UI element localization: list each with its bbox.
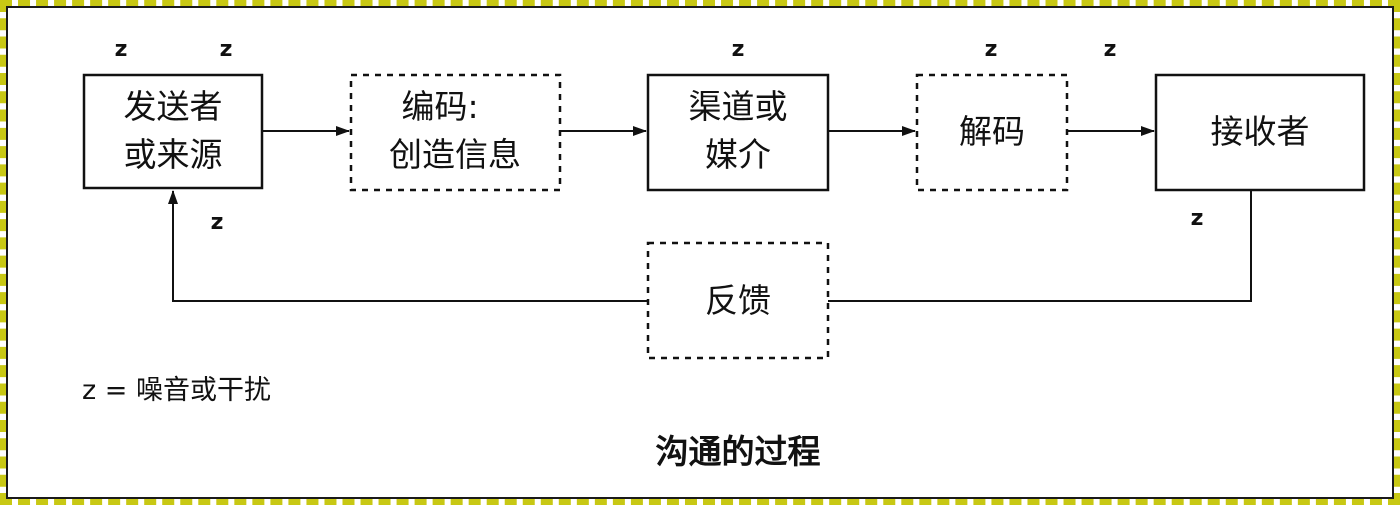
noise-marker: z bbox=[211, 210, 224, 235]
connector-receiver-to-feedback bbox=[828, 190, 1252, 302]
channel-label-line1: 渠道或 bbox=[689, 87, 788, 126]
encode-box bbox=[349, 73, 562, 192]
sender-label-line2: 或来源 bbox=[124, 135, 223, 174]
channel-label-line2: 媒介 bbox=[705, 135, 771, 174]
encode-label-line1: 编码: bbox=[401, 87, 478, 126]
noise-marker: z bbox=[115, 37, 128, 62]
noise-marker: z bbox=[1191, 206, 1204, 231]
receiver-box bbox=[1154, 73, 1366, 192]
feedback-label: 反馈 bbox=[705, 281, 771, 320]
arrow-feedback-to-sender bbox=[168, 190, 648, 302]
noise-marker: z bbox=[985, 37, 998, 62]
receiver-label: 接收者 bbox=[1211, 112, 1310, 151]
sender-label-line1: 发送者 bbox=[124, 87, 223, 126]
decode-label: 解码 bbox=[959, 112, 1025, 151]
encode-label-line2: 创造信息 bbox=[389, 135, 521, 174]
channel-box bbox=[646, 73, 830, 192]
diagram-caption: 沟通的过程 bbox=[656, 432, 821, 471]
decode-box bbox=[915, 73, 1069, 192]
noise-legend: z = 噪音或干扰 bbox=[82, 375, 271, 406]
noise-marker: z bbox=[1104, 37, 1117, 62]
noise-marker: z bbox=[220, 37, 233, 62]
noise-marker: z bbox=[732, 37, 745, 62]
